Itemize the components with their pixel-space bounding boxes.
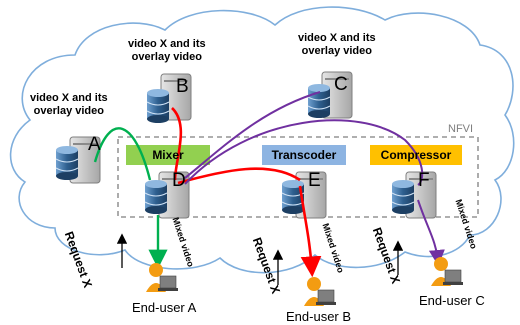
- end-user-b-icon: [304, 277, 336, 306]
- database-d-icon: [144, 179, 168, 215]
- end-user-a-label: End-user A: [132, 300, 197, 315]
- server-a-caption-line1: video X and its: [30, 92, 108, 104]
- server-c-letter: C: [334, 74, 348, 95]
- database-a-icon: [55, 145, 79, 181]
- cloud-background: [9, 6, 515, 274]
- server-b-letter: B: [176, 76, 189, 97]
- purple-flow-d-to-f: [184, 119, 424, 186]
- mixer-label: Mixer: [152, 148, 184, 162]
- end-user-b-label: End-user B: [286, 309, 352, 324]
- nfvi-label: NFVI: [448, 123, 474, 135]
- server-f-letter: F: [418, 170, 430, 191]
- purple-flow-f-to-user-c: [417, 199, 445, 266]
- transcoder-label: Transcoder: [271, 148, 337, 162]
- server-a-letter: A: [88, 134, 101, 155]
- database-f-icon: [391, 179, 415, 215]
- red-flow-d-to-e: [177, 167, 301, 185]
- server-c-caption-line2: overlay video: [301, 44, 372, 57]
- server-c-caption: video X and its overlay video: [298, 32, 376, 57]
- end-user-a-icon: [146, 263, 178, 292]
- end-user-c-icon: [431, 257, 463, 286]
- server-a-caption: video X and its overlay video: [30, 92, 108, 117]
- server-b-caption-line2: overlay video: [131, 50, 202, 63]
- nfvi-box: [117, 136, 479, 218]
- server-c-caption-line1: video X and its: [298, 32, 376, 44]
- red-flow-e-to-user-b: [298, 185, 322, 278]
- database-b-icon: [146, 88, 170, 124]
- server-a-caption-line2: overlay video: [33, 104, 104, 117]
- server-b-caption: video X and its overlay video: [128, 38, 206, 63]
- transcoder-box-bg: [262, 145, 346, 165]
- green-flow-a-to-d: [93, 127, 152, 181]
- server-d-letter: D: [172, 170, 186, 191]
- database-c-icon: [307, 83, 331, 119]
- mixer-box-bg: [126, 145, 210, 165]
- end-user-c-label: End-user C: [419, 293, 485, 308]
- server-e-letter: E: [308, 170, 321, 191]
- compressor-label: Compressor: [380, 148, 452, 162]
- server-b-caption-line1: video X and its: [128, 38, 206, 50]
- purple-flow-c-to-d: [184, 91, 321, 179]
- red-flow-b-to-d: [171, 107, 183, 181]
